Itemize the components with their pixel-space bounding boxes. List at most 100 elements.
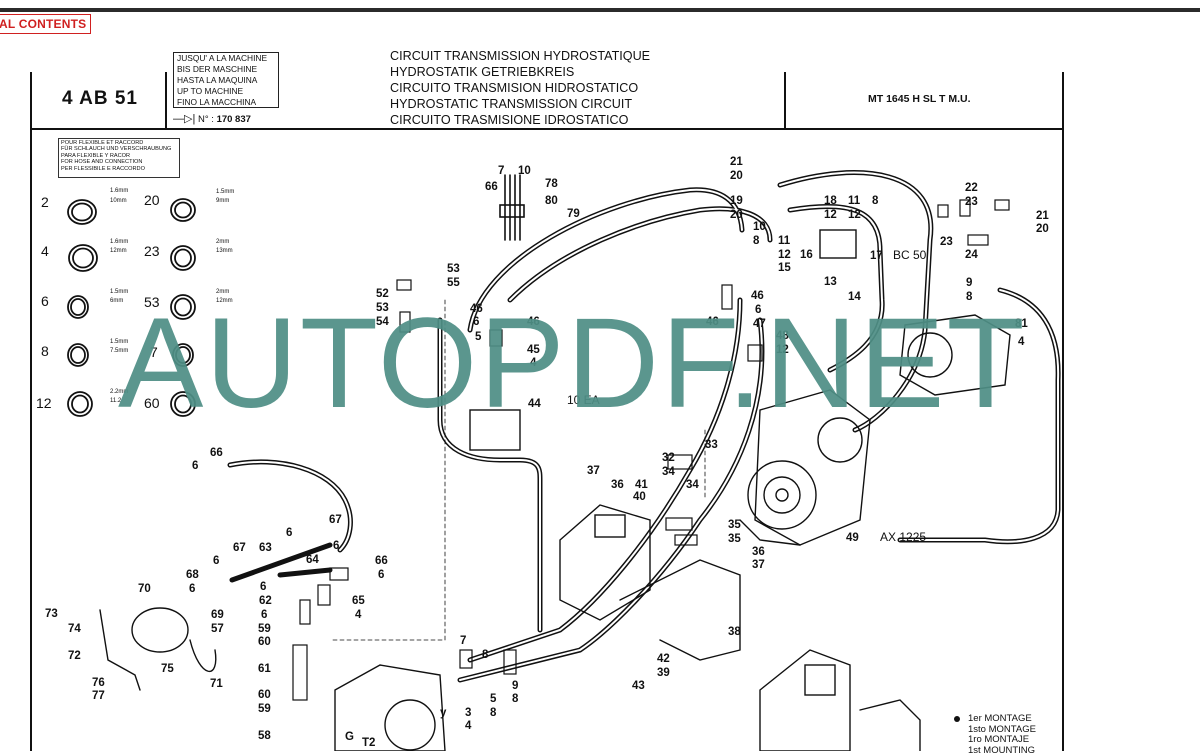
legend-line: 1er MONTAGE xyxy=(968,714,1036,725)
callout: 37 xyxy=(752,559,765,571)
callout: 11 xyxy=(778,235,791,247)
callout: 6 xyxy=(189,583,195,595)
o-ring-label: 23 xyxy=(144,243,160,259)
callout: 11 xyxy=(848,195,861,207)
callout: 8 xyxy=(872,195,879,207)
callout: 22 xyxy=(965,182,978,194)
callout: 6 xyxy=(213,555,219,567)
callout: 33 xyxy=(705,439,718,451)
o-ring-dim: 9mm xyxy=(216,198,229,204)
o-ring-label: 12 xyxy=(36,395,52,411)
callout: 20 xyxy=(1036,223,1049,235)
callout: 70 xyxy=(138,583,151,595)
callout: 66 xyxy=(210,447,223,459)
callout: 24 xyxy=(965,249,978,261)
legend-line: 1ro MONTAJE xyxy=(968,735,1036,746)
callout: 62 xyxy=(259,595,272,607)
accumulator-outline xyxy=(100,608,216,690)
callout: 23 xyxy=(965,196,978,208)
callout: 8 xyxy=(482,649,489,661)
callout: 76 xyxy=(92,677,105,689)
callout: 8 xyxy=(490,707,497,719)
callout: 17 xyxy=(870,250,883,262)
callout: 38 xyxy=(728,626,741,638)
o-ring-label: 8 xyxy=(41,343,49,359)
callout: 37 xyxy=(587,465,600,477)
callout: T2 xyxy=(362,737,375,749)
callout: 67 xyxy=(329,514,342,526)
callout: 34 xyxy=(662,466,675,478)
callout: 6 xyxy=(333,540,339,552)
callout: 72 xyxy=(68,650,81,662)
callout: 65 xyxy=(352,595,365,607)
legend-first-mounting: 1er MONTAGE 1sto MONTAGE 1ro MONTAJE 1st… xyxy=(968,714,1036,756)
o-ring-dim: 13mm xyxy=(216,248,233,254)
callout: 77 xyxy=(92,690,105,702)
callout: 59 xyxy=(258,703,271,715)
callout: 80 xyxy=(545,195,558,207)
callout: 4 xyxy=(465,720,472,732)
callout: 57 xyxy=(211,623,224,635)
callout: 78 xyxy=(545,178,558,190)
callout: 42 xyxy=(657,653,670,665)
callout: 10 xyxy=(753,221,766,233)
callout: 69 xyxy=(211,609,224,621)
callout: 41 xyxy=(635,479,648,491)
callout: 6 xyxy=(378,569,384,581)
o-ring-label: 2 xyxy=(41,194,49,210)
callout: 20 xyxy=(730,170,743,182)
callout: 60 xyxy=(258,689,271,701)
callout: 7 xyxy=(460,635,466,647)
callout: 8 xyxy=(753,235,760,247)
callout: 34 xyxy=(686,479,699,491)
callout: 36 xyxy=(752,546,765,558)
lower-bracket-outline xyxy=(760,650,920,751)
callout: 60 xyxy=(258,636,271,648)
o-ring-dim: 1.6mm xyxy=(110,188,128,194)
callout: 71 xyxy=(210,678,223,690)
callout: 6 xyxy=(286,527,292,539)
callout: 9 xyxy=(512,680,518,692)
callout: 53 xyxy=(447,263,460,275)
callout: 20 xyxy=(730,209,743,221)
o-ring-label: 6 xyxy=(41,293,49,309)
callout: 10 xyxy=(518,165,531,177)
callout: 75 xyxy=(161,663,174,675)
callout: 79 xyxy=(567,208,580,220)
callout: 4 xyxy=(355,609,362,621)
callout: 63 xyxy=(259,542,272,554)
callout: 21 xyxy=(1036,210,1049,222)
callout: 35 xyxy=(728,519,741,531)
bullet-icon xyxy=(954,716,960,722)
bracket-outline xyxy=(560,505,740,660)
callout: 18 xyxy=(824,195,837,207)
fitting-icons xyxy=(293,200,1009,700)
callout: 15 xyxy=(778,262,791,274)
o-ring-label: 4 xyxy=(41,243,49,259)
callout: 61 xyxy=(258,663,271,675)
callout: y xyxy=(440,707,447,719)
cable-bundle xyxy=(500,175,524,240)
callout: 74 xyxy=(68,623,81,635)
watermark: AUTOPDF.NET xyxy=(118,300,1027,428)
callout: 35 xyxy=(728,533,741,545)
o-ring-dim: 2mm xyxy=(216,239,229,245)
callout: 66 xyxy=(375,555,388,567)
callout: 19 xyxy=(730,195,743,207)
callout: 23 xyxy=(940,236,953,248)
o-ring-dim: 10mm xyxy=(110,198,127,204)
callout: 68 xyxy=(186,569,199,581)
callout: 32 xyxy=(662,452,675,464)
callout: 40 xyxy=(633,491,646,503)
o-ring-dim: 1.6mm xyxy=(110,239,128,245)
callout: 21 xyxy=(730,156,743,168)
callout: 36 xyxy=(611,479,624,491)
callout: 6 xyxy=(192,460,198,472)
callout: 13 xyxy=(824,276,837,288)
callout: 39 xyxy=(657,667,670,679)
callout: 7 xyxy=(498,165,504,177)
o-ring-dim: 12mm xyxy=(110,248,127,254)
callout: 59 xyxy=(258,623,271,635)
callout: 64 xyxy=(306,554,319,566)
callout: 3 xyxy=(465,707,471,719)
